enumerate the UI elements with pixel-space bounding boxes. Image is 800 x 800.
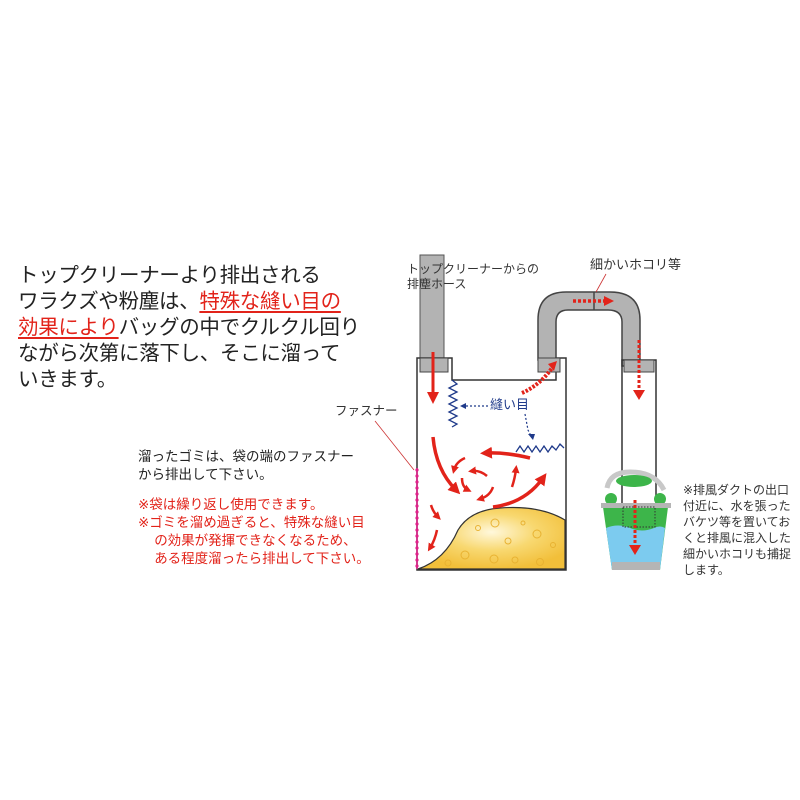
seam-leaders [462, 405, 533, 439]
highlight-effect: 効果により [18, 315, 119, 339]
intake-hose [419, 254, 445, 366]
desc-line-2: ワラクズや粉塵は、特殊な縫い目の [18, 289, 341, 313]
water-bucket [601, 469, 671, 570]
fastener-label: ファスナー [335, 403, 398, 418]
discharge-notes: 溜ったゴミは、袋の端のファスナー から排出して下さい。 ※袋は繰り返し使用できま… [138, 448, 370, 568]
seam-label: 縫い目 [490, 398, 530, 413]
overfill-line-1: ※ゴミを溜め過ぎると、特殊な縫い目 [138, 515, 365, 531]
discharge-line-1: 溜ったゴミは、袋の端のファスナー [138, 449, 354, 465]
main-description: トップクリーナーより排出される ワラクズや粉塵は、特殊な縫い目の 効果によりバッ… [18, 262, 360, 392]
fine-dust-leader [595, 273, 607, 293]
fastener-leader [374, 420, 415, 471]
fine-dust-label: 細かいホコリ等 [590, 258, 682, 273]
fastener-zipper [415, 468, 419, 569]
seams [447, 379, 565, 454]
desc-line-3: 効果によりバッグの中でクルクル回り [18, 315, 360, 339]
overfill-line-3: ある程度溜ったら排出して下さい。 [154, 551, 370, 567]
swirl-arrows [427, 352, 547, 552]
desc-line-1: トップクリーナーより排出される [18, 263, 321, 287]
highlight-special-seam: 特殊な縫い目の [199, 289, 341, 313]
desc-line-4: ながら次第に落下し、そこに溜って [18, 341, 341, 365]
reuse-note: ※袋は繰り返し使用できます。 [138, 497, 324, 513]
overfill-line-2: の効果が発揮できなくなるため、 [154, 533, 357, 549]
dust-bubbles [444, 518, 556, 567]
exhaust-duct [537, 291, 641, 367]
fine-dust-arrows [521, 296, 645, 400]
dust-pile [417, 506, 566, 570]
discharge-line-2: から排出して下さい。 [138, 467, 273, 483]
desc-line-5: いきます。 [18, 367, 117, 391]
bucket-note: ※排風ダクトの出口 付近に、水を張った バケツ等を置いてお くと排風に混入した … [683, 483, 792, 577]
hose-label: トップクリーナーからの 排塵ホース [407, 262, 540, 291]
